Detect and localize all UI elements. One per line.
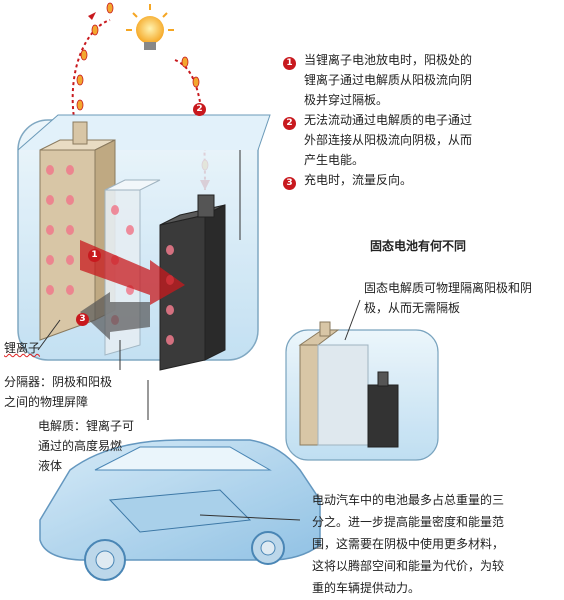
step-2-line-1: 无法流动通过电解质的电子通过 bbox=[304, 113, 473, 127]
marker-1: 1 bbox=[88, 249, 101, 262]
solid-state-battery bbox=[285, 321, 439, 461]
step-2-line-2: 外部连接从阳极流向阴极，从而 bbox=[304, 133, 473, 147]
ev-note-line-4: 这将以腾部空间和能量为代价，为较 bbox=[312, 559, 505, 573]
step-1-line-1: 当锂离子电池放电时，阳极处的 bbox=[304, 53, 473, 67]
marker-3: 3 bbox=[76, 313, 89, 326]
electrolyte-label-line-3: 液体 bbox=[38, 459, 63, 473]
step-2-badge: 2 bbox=[283, 117, 296, 130]
car-illustration bbox=[39, 439, 321, 581]
separator-label-line-2: 之间的物理屏障 bbox=[4, 395, 89, 409]
step-1-line-3: 极并穿过隔板。 bbox=[304, 93, 389, 107]
ion-flow-arrow bbox=[80, 240, 185, 340]
electrolyte-label-line-2: 通过的高度易燃 bbox=[38, 439, 123, 453]
step-1-line-2: 锂离子通过电解质从阳极流向阴 bbox=[304, 73, 473, 87]
marker-2: 2 bbox=[193, 103, 206, 116]
electrolyte-label-line-1: 电解质：锂离子可 bbox=[38, 419, 135, 433]
solid-state-line-1: 固态电解质可物理隔离阳极和阴 bbox=[364, 281, 533, 295]
lithium-ion-label: 锂离子 bbox=[4, 341, 41, 355]
leader-lines bbox=[37, 150, 361, 521]
ev-note-line-1: 电动汽车中的电池最多占总重量的三 bbox=[312, 493, 505, 507]
separator-label-line-1: 分隔器：阴极和阳极 bbox=[4, 375, 113, 389]
solid-state-title: 固态电池有何不同 bbox=[370, 239, 467, 253]
ev-note-line-5: 重的车辆提供动力。 bbox=[312, 581, 421, 595]
solid-state-line-2: 极，从而无需隔板 bbox=[364, 301, 461, 315]
ev-note-line-2: 分之。进一步提高能量密度和能量范 bbox=[312, 515, 505, 529]
step-3-badge: 3 bbox=[283, 177, 296, 190]
step-2-line-3: 产生电能。 bbox=[304, 153, 365, 167]
light-bulb-icon bbox=[126, 4, 174, 50]
ev-note-line-3: 围，这需要在阴极中使用更多材料， bbox=[312, 537, 505, 551]
step-3-line-1: 充电时，流量反向。 bbox=[304, 173, 413, 187]
step-1-badge: 1 bbox=[283, 57, 296, 70]
